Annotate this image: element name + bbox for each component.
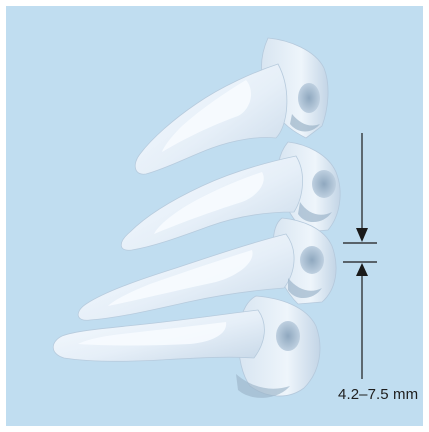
cervical-vertebrae-illustration xyxy=(6,6,423,426)
measurement-label: 4.2–7.5 mm xyxy=(338,386,418,403)
illustration-panel: 4.2–7.5 mm xyxy=(6,6,423,426)
